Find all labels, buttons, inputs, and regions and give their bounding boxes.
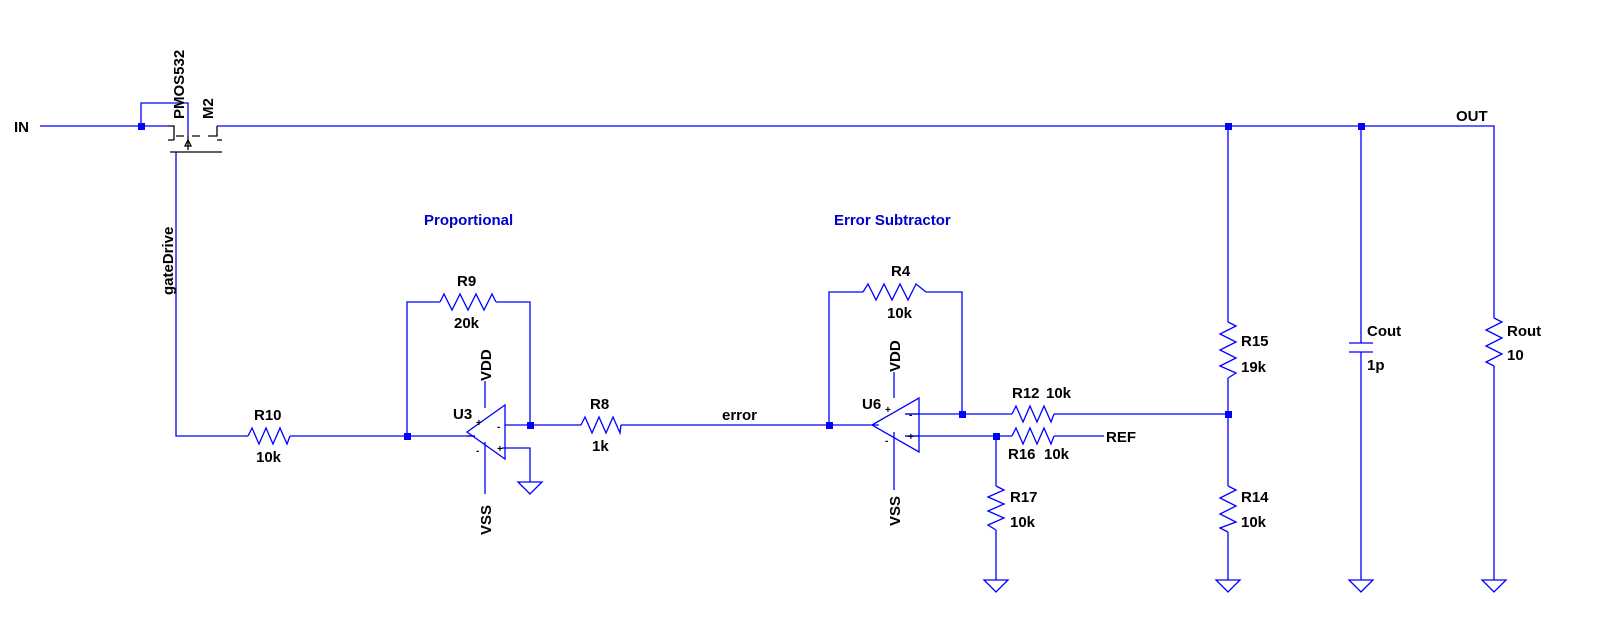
resistor-r12[interactable]: [1011, 404, 1055, 424]
opamp-u3-plus-top: +: [476, 418, 482, 429]
resistor-r15[interactable]: [1218, 321, 1238, 379]
r10-name: R10: [254, 407, 282, 424]
u3-name: U3: [453, 406, 472, 423]
resistor-r8[interactable]: [580, 415, 622, 436]
wires: [40, 102, 1495, 580]
r14-name: R14: [1241, 489, 1269, 506]
opamp-u6-plus-top: +: [885, 405, 891, 416]
wire-pmos-body: [140, 102, 189, 136]
pmos-arrow: [183, 138, 193, 147]
resistor-r17-body: [986, 485, 1006, 531]
resistor-r17[interactable]: [986, 485, 1006, 531]
opamp-u3-minus-right: -: [497, 422, 500, 433]
r9-value: 20k: [454, 315, 480, 332]
r12-name: R12: [1012, 385, 1040, 402]
net-label-u6-vss: VSS: [887, 496, 904, 526]
net-label-u6-vdd: VDD: [887, 340, 904, 372]
junction-dot: [138, 123, 145, 130]
junction-dot: [993, 433, 1000, 440]
net-label-ref: REF: [1106, 429, 1136, 446]
junctions: [138, 123, 1365, 440]
junction-dot: [1225, 411, 1232, 418]
junction-dot: [1358, 123, 1365, 130]
ground-icon: [516, 481, 544, 495]
capacitor-plates: [1349, 342, 1373, 353]
r15-name: R15: [1241, 333, 1269, 350]
opamp-u6-plus-right: +: [908, 432, 914, 443]
comment-proportional: Proportional: [424, 212, 513, 229]
wire-r4-feedback: [828, 291, 963, 425]
r10-value: 10k: [256, 449, 282, 466]
r15-value: 19k: [1241, 359, 1267, 376]
opamp-u6[interactable]: + - + -: [870, 396, 920, 454]
net-label-u3-vss: VSS: [478, 505, 495, 535]
resistor-r9[interactable]: [439, 292, 497, 312]
capacitor-cout[interactable]: [1349, 342, 1373, 353]
ground-icon: [1480, 579, 1508, 593]
resistor-r16-body: [1011, 426, 1055, 446]
net-label-error: error: [722, 407, 757, 424]
r8-value: 1k: [592, 438, 609, 455]
opamp-u6-minus-right: -: [909, 410, 912, 421]
ground-icon: [1347, 579, 1375, 593]
junction-dot: [527, 422, 534, 429]
r16-value: 10k: [1044, 446, 1070, 463]
u6-name: U6: [862, 396, 881, 413]
pmos-channel: [168, 125, 222, 153]
opamp-u6-minus-bottom: -: [885, 436, 888, 447]
r9-name: R9: [457, 273, 476, 290]
resistor-rout-body: [1484, 317, 1504, 367]
resistor-r14-body: [1218, 485, 1238, 533]
r16-name: R16: [1008, 446, 1036, 463]
junction-dot: [959, 411, 966, 418]
comment-error-subtractor: Error Subtractor: [834, 212, 951, 229]
resistor-rout[interactable]: [1484, 317, 1504, 367]
wire-out-rail: [217, 125, 1495, 318]
net-label-out: OUT: [1456, 108, 1488, 125]
r17-name: R17: [1010, 489, 1038, 506]
pmos-name-label: M2: [200, 98, 217, 119]
r14-value: 10k: [1241, 514, 1267, 531]
opamp-u6-pins: [905, 413, 919, 437]
opamp-u3-plus-right: +: [497, 444, 503, 455]
pmos-transistor-m2[interactable]: [168, 125, 222, 153]
resistor-r4-body: [862, 282, 927, 302]
opamp-u3-minus-bottom: -: [476, 446, 479, 457]
net-label-gate-drive: gateDrive: [160, 227, 177, 295]
resistor-r14[interactable]: [1218, 485, 1238, 533]
r4-value: 10k: [887, 305, 913, 322]
resistor-r8-body: [580, 415, 622, 436]
junction-dot: [404, 433, 411, 440]
resistor-r15-body: [1218, 321, 1238, 379]
net-label-in: IN: [14, 119, 29, 136]
r17-value: 10k: [1010, 514, 1036, 531]
opamp-u3-triangle: [465, 403, 506, 461]
ground-icon: [1214, 579, 1242, 593]
opamp-u3[interactable]: + - + -: [465, 403, 506, 461]
ground-icon: [982, 579, 1010, 593]
resistor-r4[interactable]: [862, 282, 927, 302]
ground-symbols: [516, 481, 1508, 593]
rout-name: Rout: [1507, 323, 1541, 340]
opamp-u6-triangle: [870, 396, 920, 454]
net-label-u3-vdd: VDD: [478, 349, 495, 381]
junction-dot: [826, 422, 833, 429]
pmos-model-label: PMOS532: [171, 50, 188, 119]
resistor-r12-body: [1011, 404, 1055, 424]
resistor-r16[interactable]: [1011, 426, 1055, 446]
rout-value: 10: [1507, 347, 1524, 364]
cout-name: Cout: [1367, 323, 1401, 340]
r4-name: R4: [891, 263, 911, 280]
wire-gate-drive: [175, 152, 248, 437]
r8-name: R8: [590, 396, 609, 413]
r12-value: 10k: [1046, 385, 1072, 402]
resistor-r10[interactable]: [247, 426, 291, 446]
resistor-r10-body: [247, 426, 291, 446]
junction-dot: [1225, 123, 1232, 130]
resistor-r9-body: [439, 292, 497, 312]
cout-value: 1p: [1367, 357, 1385, 374]
wire-r9-feedback: [406, 301, 531, 436]
wire-u3-plus-gnd: [502, 447, 531, 482]
